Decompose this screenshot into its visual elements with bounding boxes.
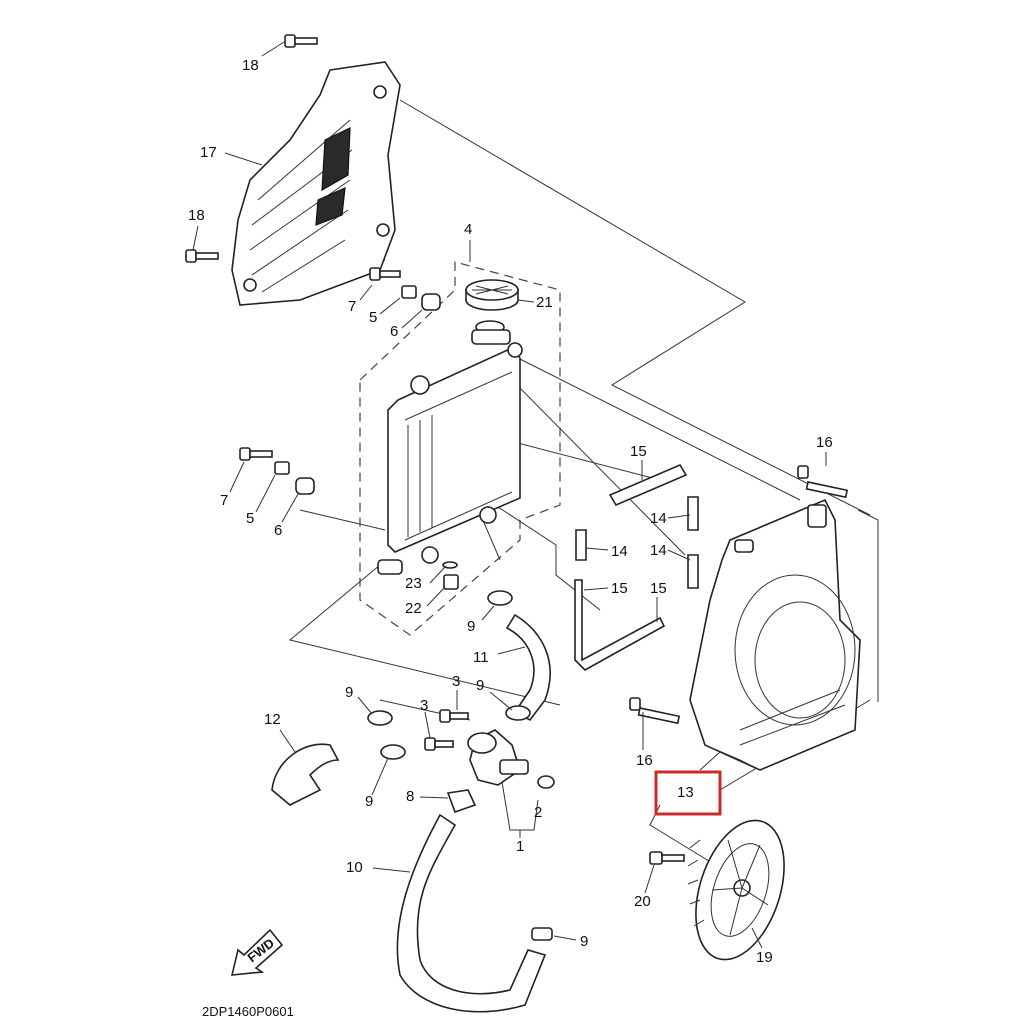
callout-10: 10 xyxy=(346,859,363,876)
bolt-3-upper xyxy=(439,709,469,723)
clamp-8 xyxy=(446,789,477,814)
bolt-3-lower xyxy=(424,737,454,751)
clamp-9-d xyxy=(380,744,406,760)
grommet-6-lower xyxy=(295,477,315,495)
bolt-7-lower xyxy=(239,447,273,461)
callout-12: 12 xyxy=(264,711,281,728)
callout-20: 20 xyxy=(634,893,651,910)
callout-3: 3 xyxy=(420,697,428,714)
callout-16: 16 xyxy=(816,434,833,451)
callout-16: 16 xyxy=(636,752,653,769)
bolt-16-lower xyxy=(629,697,681,725)
seal-15-upper xyxy=(608,463,688,507)
callout-8: 8 xyxy=(406,788,414,805)
cooling-fan-19 xyxy=(687,819,785,961)
seal-15-lower xyxy=(574,579,666,671)
fwd-arrow-icon: FWD xyxy=(230,928,284,976)
washer-23 xyxy=(442,561,458,569)
callout-14: 14 xyxy=(650,542,667,559)
callout-11: 11 xyxy=(473,649,489,666)
water-joint-1 xyxy=(467,729,529,786)
bolt-7-upper xyxy=(369,267,401,281)
drawing-code: 2DP1460P0601 xyxy=(202,1004,294,1019)
callout-18: 18 xyxy=(242,57,259,74)
bolt-20 xyxy=(649,851,685,865)
callout-23: 23 xyxy=(405,575,422,592)
callout-5: 5 xyxy=(246,510,254,527)
callout-19: 19 xyxy=(756,949,773,966)
radiator-assembly-outline xyxy=(359,261,561,636)
seal-14-b xyxy=(575,529,587,561)
radiator-cover-17 xyxy=(231,61,401,306)
clamp-9-a xyxy=(487,590,513,606)
callout-3: 3 xyxy=(452,673,460,690)
callout-9: 9 xyxy=(365,793,373,810)
callout-6: 6 xyxy=(390,323,398,340)
callout-14: 14 xyxy=(650,510,667,527)
callout-17: 17 xyxy=(200,144,217,161)
fan-shroud-13 xyxy=(689,498,861,771)
callout-6: 6 xyxy=(274,522,282,539)
callout-4: 4 xyxy=(464,221,472,238)
callout-9: 9 xyxy=(580,933,588,950)
radiator-4 xyxy=(377,329,523,575)
callout-1: 1 xyxy=(516,838,524,855)
callout-15: 15 xyxy=(630,443,647,460)
callout-5: 5 xyxy=(369,309,377,326)
grommet-6-upper xyxy=(421,293,441,311)
clamp-9-e xyxy=(531,927,553,941)
callout-21: 21 xyxy=(536,294,553,311)
callout-9: 9 xyxy=(476,677,484,694)
callout-9: 9 xyxy=(345,684,353,701)
callout-9: 9 xyxy=(467,618,475,635)
callout-15: 15 xyxy=(611,580,628,597)
collar-5-upper xyxy=(401,285,417,299)
hose-11 xyxy=(505,613,551,722)
callout-2: 2 xyxy=(534,804,542,821)
o-ring-2 xyxy=(537,775,555,789)
callout-7: 7 xyxy=(348,298,356,315)
callout-15: 15 xyxy=(650,580,667,597)
callout-13: 13 xyxy=(677,784,694,801)
seal-14-a xyxy=(687,496,699,531)
seal-14-c xyxy=(687,554,699,589)
callout-14: 14 xyxy=(611,543,628,560)
hose-10 xyxy=(396,813,547,1013)
callout-22: 22 xyxy=(405,600,422,617)
drain-bolt-22 xyxy=(443,574,459,590)
clamp-9-c xyxy=(367,710,393,726)
callout-7: 7 xyxy=(220,492,228,509)
callout-labels: 18 17 18 4 21 7 5 6 7 5 6 23 22 9 11 15 … xyxy=(188,57,833,966)
collar-5-lower xyxy=(274,461,290,475)
leader-lines xyxy=(192,41,827,949)
bolt-18-top xyxy=(284,34,318,48)
hose-12 xyxy=(271,743,340,806)
bolt-16-upper xyxy=(797,465,849,499)
highlight-box-13 xyxy=(654,770,722,816)
callout-18: 18 xyxy=(188,207,205,224)
radiator-cap-21 xyxy=(465,279,519,334)
bolt-18-left xyxy=(185,249,219,263)
